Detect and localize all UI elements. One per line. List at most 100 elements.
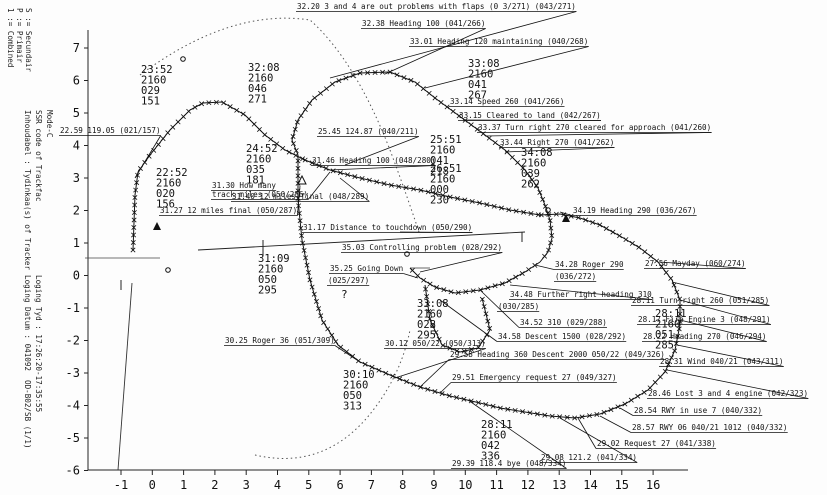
datablock-line: 24:52 [246, 143, 278, 155]
track-cross [404, 379, 410, 385]
track-cross [476, 400, 481, 406]
track-cross [529, 177, 535, 183]
track-cross [426, 308, 432, 314]
label-leader [339, 177, 370, 202]
track-cross [293, 152, 299, 158]
label-leader [329, 11, 577, 79]
track-cross [427, 316, 433, 322]
label-leader [559, 211, 573, 216]
track-cross [456, 113, 462, 119]
track-cross [240, 111, 246, 117]
label-leader [419, 359, 450, 388]
annotation-label: 25.45 124.87 (040/211) [318, 127, 419, 136]
x-tick-label: 10 [458, 478, 472, 492]
annotation-label: 34.19 Heading 290 (036/267) [573, 206, 696, 215]
annotation-label: 33.44 Right 270 (041/262) [500, 138, 614, 147]
track-cross [628, 397, 634, 403]
triangle-marker [562, 214, 570, 222]
track-cross [304, 262, 310, 268]
track-cross [299, 233, 305, 239]
datablock-line: 156 [156, 199, 175, 211]
track-cross [540, 196, 546, 202]
track-cross [462, 197, 468, 203]
y-tick-label: -1 [66, 301, 80, 315]
track-cross [397, 376, 403, 382]
datablock-line: 25:51 [430, 134, 462, 146]
annotation-label: 31.46 Heading 100 (048/280) [312, 156, 435, 165]
datablock-line: 050 [343, 390, 362, 402]
datablock-line: 262 [521, 179, 540, 191]
track-cross [479, 296, 485, 302]
track-cross [572, 415, 578, 421]
track-cross [499, 281, 505, 287]
track-cross [432, 389, 438, 394]
axes [87, 30, 688, 471]
track-cross [506, 278, 512, 284]
annotation-label: 29.39 118.4 bye (048/334) [452, 459, 566, 468]
track-cross [505, 406, 511, 412]
datablock-line: 046 [248, 83, 267, 95]
track-cross [528, 211, 534, 216]
datablock-line: 2160 [258, 264, 283, 276]
track-cross [268, 136, 274, 142]
datablock-line: 271 [248, 94, 267, 106]
track-cross [318, 313, 324, 319]
datablock-line: 041 [468, 79, 487, 91]
track-cross [608, 407, 614, 413]
annotation-label: (025/297) [328, 276, 369, 285]
track-cross [294, 119, 300, 125]
track-cross [515, 160, 521, 166]
y-tick-label: -3 [66, 366, 80, 380]
track-cross [483, 401, 489, 407]
data-blocks: 23:52216002915132:08216004627133:0821600… [141, 58, 687, 463]
track-cross [548, 240, 554, 246]
label-leader [439, 299, 498, 342]
track-cross [470, 288, 476, 294]
datablock-line: 230 [430, 195, 449, 207]
track-cross [481, 304, 487, 310]
track-cross [336, 78, 342, 84]
track-cross [542, 253, 548, 259]
track-cross [506, 207, 512, 213]
track-cross [134, 180, 140, 186]
datablock-line: 2160 [481, 430, 506, 442]
track-cross [669, 355, 674, 361]
datablock-line: 000 [430, 184, 449, 196]
track-cross [659, 264, 665, 270]
track-cross [357, 70, 363, 76]
track-cross [483, 311, 489, 317]
track-cross [438, 99, 444, 105]
datablock-line: 2160 [521, 158, 546, 170]
annotation-label: 35.25 Going Down [330, 264, 403, 273]
track-cross [622, 401, 628, 407]
label-leader [559, 417, 638, 463]
track-cross [485, 318, 491, 324]
track-cross [298, 113, 304, 119]
track-cross [329, 332, 335, 338]
track-cross [262, 132, 268, 138]
datablock-line: 2160 [655, 319, 680, 331]
label-leader [504, 147, 615, 153]
datablock-line: 2160 [246, 154, 271, 166]
header-line: Mode-C [45, 110, 54, 137]
annotation-label: 28.46 Lost 3 and 4 engine (042/323) [648, 389, 808, 398]
datablock-line: 2160 [141, 75, 166, 87]
runway-extension [117, 282, 133, 471]
track-cross [520, 165, 526, 171]
y-tick-label: 7 [73, 41, 80, 55]
y-tick-label: 1 [73, 236, 80, 250]
triangle-marker [297, 174, 307, 185]
label-leader [679, 299, 771, 325]
track-cross [513, 274, 519, 280]
label-leader [344, 136, 419, 166]
track-cross [321, 320, 327, 326]
triangle-marker [153, 222, 161, 230]
track-cross [290, 141, 296, 147]
track-cross [623, 237, 629, 243]
track-cross [411, 381, 417, 387]
annotation-label: 34.28 Roger 290 [555, 260, 624, 269]
track-cross [594, 412, 600, 417]
track-cross [423, 286, 429, 292]
track-cross [654, 258, 660, 264]
track-cross [548, 225, 554, 231]
